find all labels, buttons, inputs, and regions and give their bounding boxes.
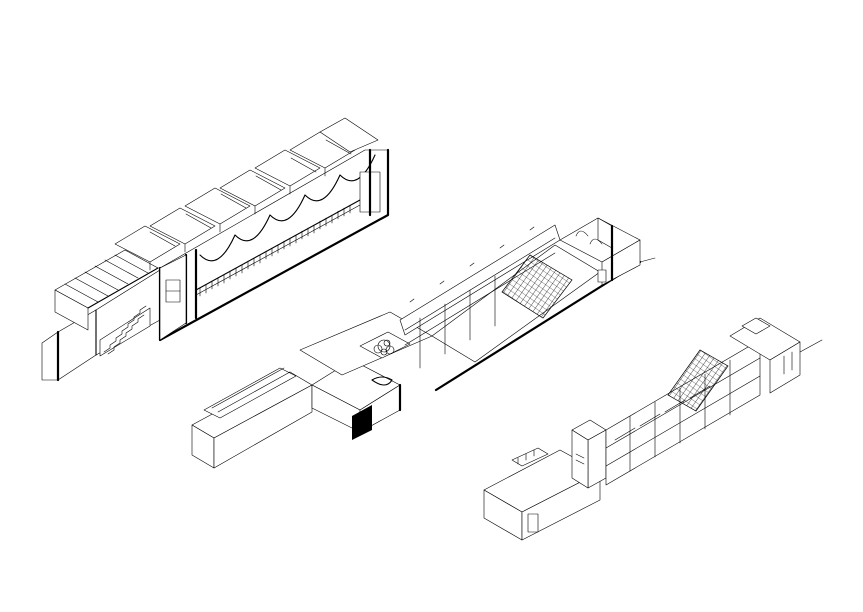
section-tower <box>159 254 187 341</box>
section-seating <box>99 305 151 357</box>
cutaway-courtyard <box>299 311 433 376</box>
exterior-hatched-roof <box>667 349 729 412</box>
section-front-gallery <box>54 249 159 331</box>
cutaway-model <box>191 217 656 469</box>
cutaway-hatched-roof <box>501 254 573 319</box>
exterior-rear-building <box>729 317 823 394</box>
section-model <box>41 117 390 382</box>
cutaway-left-wing <box>191 367 313 469</box>
cutaway-entrance <box>311 359 402 440</box>
section-main-hall <box>158 148 390 342</box>
exterior-front-block <box>483 447 601 541</box>
section-roof-skylights <box>114 117 379 271</box>
exterior-model <box>483 317 823 541</box>
exterior-long-facade <box>605 339 761 486</box>
cutaway-end-building <box>559 217 656 286</box>
exterior-tower <box>571 419 607 489</box>
